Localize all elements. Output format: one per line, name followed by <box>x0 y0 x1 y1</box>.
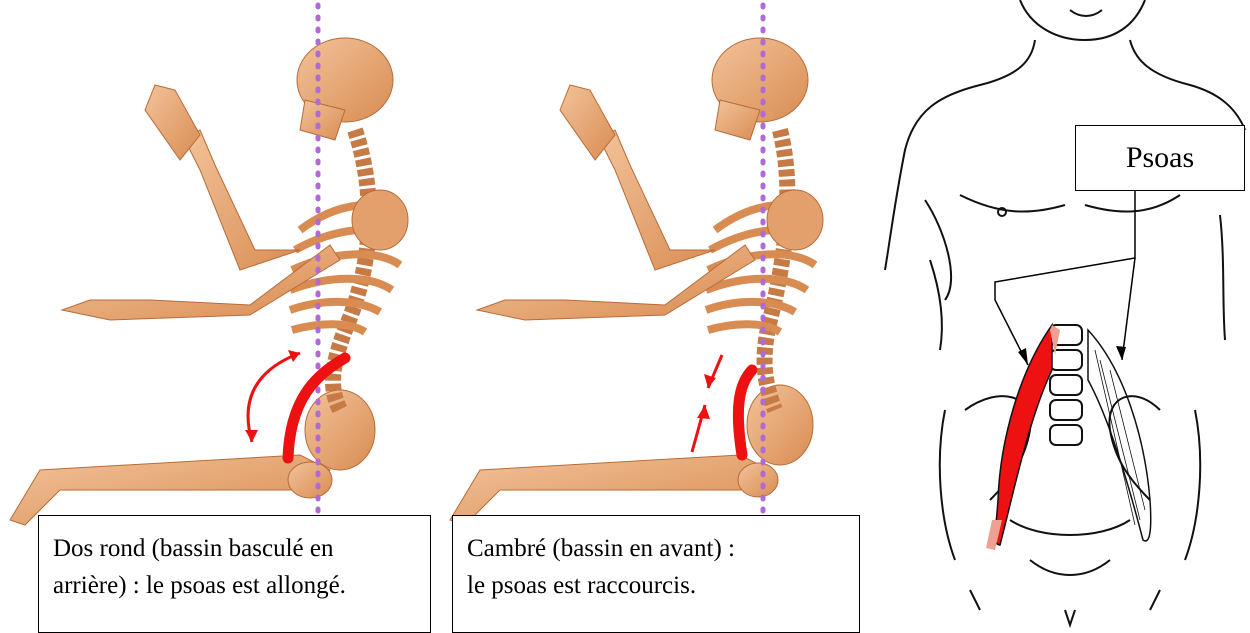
torso-psoas-figure <box>860 0 1250 633</box>
caption-line: le psoas est raccourcis. <box>467 567 859 604</box>
caption-line: Dos rond (bassin basculé en <box>53 530 430 567</box>
caption-line: Cambré (bassin en avant) : <box>467 530 859 567</box>
arched-back-caption: Cambré (bassin en avant) : le psoas est … <box>452 515 860 633</box>
psoas-label: Psoas <box>1075 125 1245 191</box>
torso-psoas-illustration <box>860 0 1250 633</box>
caption-line: arrière) : le psoas est allongé. <box>53 567 430 604</box>
rounded-back-caption: Dos rond (bassin basculé en arrière) : l… <box>38 515 431 633</box>
